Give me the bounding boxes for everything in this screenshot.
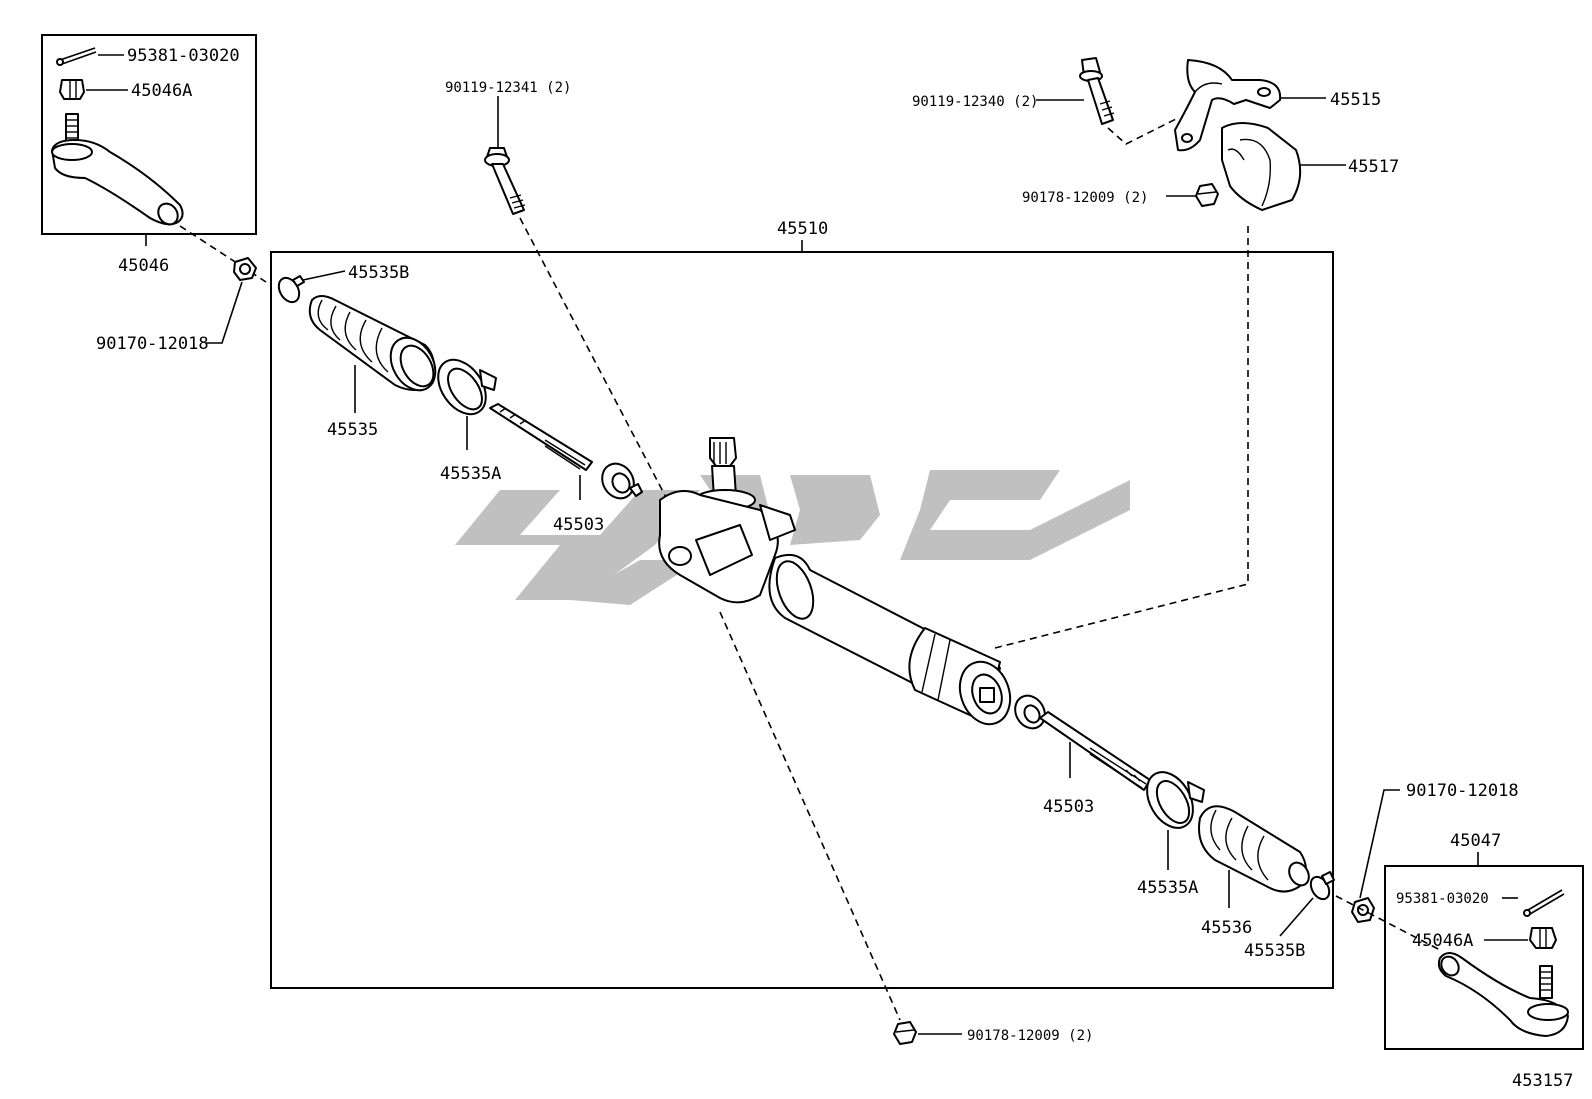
- label-cotter-pin-right: 95381-03020: [1396, 891, 1489, 907]
- label-bracket: 45515: [1330, 90, 1381, 110]
- bracket-icon: [1174, 59, 1282, 152]
- label-boot-right: 45536: [1201, 918, 1252, 938]
- bolt-right-icon: [1079, 57, 1115, 125]
- rack-end-left-icon: [489, 403, 643, 500]
- right-tie-rod-box: [1384, 865, 1584, 1050]
- watermark-logo: [455, 470, 1130, 605]
- rack-end-right-icon: [1014, 694, 1151, 791]
- clip-right-icon: [1309, 871, 1335, 901]
- label-bolt-left: 90119-12341 (2): [445, 80, 571, 96]
- clamp-left-icon: [437, 358, 497, 416]
- castle-nut-icon: [59, 79, 85, 100]
- nut-upper-icon: [1195, 183, 1219, 207]
- rack-housing-icon: [658, 437, 1012, 726]
- label-clamp-right: 45535A: [1137, 878, 1198, 898]
- castle-nut-right-icon: [1529, 927, 1557, 949]
- cotter-pin-icon: [56, 47, 97, 66]
- label-nut-upper: 90178-12009 (2): [1022, 190, 1148, 206]
- label-lock-nut-left: 90170-12018: [96, 334, 209, 354]
- label-tie-rod-end-left: 45046: [118, 256, 169, 276]
- label-rack-end-left: 45503: [553, 515, 604, 535]
- label-cotter-pin-left: 95381-03020: [127, 46, 240, 66]
- label-nut-left: 45046A: [131, 81, 192, 101]
- label-clip-left: 45535B: [348, 263, 409, 283]
- left-tie-rod-box: [41, 34, 257, 235]
- label-tie-rod-end-right: 45047: [1450, 831, 1501, 851]
- label-rack-end-right: 45503: [1043, 797, 1094, 817]
- boot-left-icon: [308, 295, 437, 392]
- tie-rod-end-right-icon: [1437, 952, 1569, 1037]
- label-nut-lower: 90178-12009 (2): [967, 1028, 1093, 1044]
- tie-rod-end-left-icon: [51, 113, 184, 226]
- assembly-label: 45510: [777, 219, 828, 239]
- clamp-right-icon: [1146, 771, 1205, 829]
- label-nut-right: 45046A: [1412, 931, 1473, 951]
- label-boot-left: 45535: [327, 420, 378, 440]
- bolt-left-icon: [484, 147, 526, 215]
- cotter-pin-right-icon: [1523, 889, 1565, 917]
- label-bolt-right: 90119-12340 (2): [912, 94, 1038, 110]
- nut-lower-icon: [893, 1021, 917, 1045]
- lock-nut-left-icon: [233, 257, 257, 281]
- bushing-icon: [1221, 122, 1302, 211]
- label-clip-right: 45535B: [1244, 941, 1305, 961]
- clip-left-icon: [277, 275, 305, 304]
- label-bushing: 45517: [1348, 157, 1399, 177]
- boot-right-icon: [1198, 805, 1310, 893]
- lock-nut-right-icon: [1351, 897, 1375, 923]
- figure-number: 453157: [1512, 1071, 1573, 1091]
- label-clamp-left: 45535A: [440, 464, 501, 484]
- label-lock-nut-right: 90170-12018: [1406, 781, 1519, 801]
